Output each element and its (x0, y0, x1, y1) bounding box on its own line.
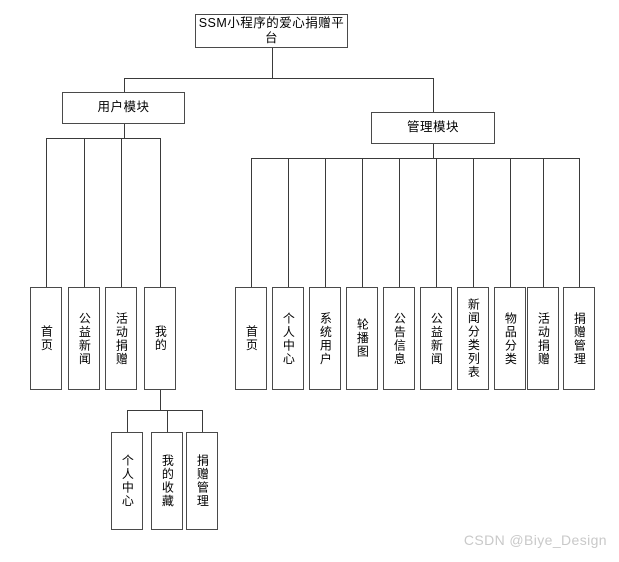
admin-leaf-node-3: 轮播图 (346, 287, 378, 390)
connector-admin-branch-4 (399, 158, 400, 287)
module-node-user: 用户模块 (62, 92, 185, 124)
module-node-admin: 管理模块 (371, 112, 495, 144)
admin-leaf-node-1: 个人中心 (272, 287, 304, 390)
my-sub-leaf-node-1: 我的收藏 (151, 432, 183, 530)
node-label: 我的 (153, 325, 168, 352)
connector-to-user-module (123, 78, 125, 92)
node-label: 首页 (244, 325, 259, 352)
connector-admin-branch-7 (510, 158, 511, 287)
connector-user-bus (46, 138, 160, 139)
node-label: 捐赠管理 (572, 311, 587, 366)
node-label: 公益新闻 (77, 311, 92, 366)
node-label: 轮播图 (355, 318, 370, 359)
admin-leaf-node-9: 捐赠管理 (563, 287, 595, 390)
connector-admin-branch-6 (473, 158, 474, 287)
connector-admin-branch-1 (288, 158, 289, 287)
my-sub-leaf-node-2: 捐赠管理 (186, 432, 218, 530)
connector-my-bus (127, 410, 202, 411)
node-label: 个人中心 (120, 454, 135, 508)
my-sub-leaf-node-0: 个人中心 (111, 432, 143, 530)
admin-leaf-node-7: 物品分类 (494, 287, 526, 390)
connector-root-bus (123, 78, 433, 79)
connector-admin-branch-0 (251, 158, 252, 287)
user-leaf-node-2: 活动捐赠 (105, 287, 137, 390)
connector-my-branch-1 (167, 410, 168, 432)
user-leaf-node-1: 公益新闻 (68, 287, 100, 390)
connector-my-branch-2 (202, 410, 203, 432)
connector-my-stem (160, 390, 161, 410)
connector-user-branch-0 (46, 138, 47, 287)
node-label: SSM小程序的爱心捐赠平台 (198, 15, 345, 45)
connector-my-branch-0 (127, 410, 128, 432)
node-label: 物品分类 (503, 311, 518, 366)
node-label: 新闻分类列表 (466, 298, 481, 379)
connector-admin-branch-8 (543, 158, 544, 287)
node-label: 公告信息 (392, 311, 407, 366)
node-label: 用户模块 (97, 100, 150, 115)
root-node-platform: SSM小程序的爱心捐赠平台 (195, 14, 348, 48)
node-label: 系统用户 (318, 311, 333, 366)
connector-admin-branch-9 (579, 158, 580, 287)
node-label: 活动捐赠 (536, 311, 551, 366)
connector-admin-branch-3 (362, 158, 363, 287)
connector-root-stem (271, 48, 273, 78)
admin-leaf-node-6: 新闻分类列表 (457, 287, 489, 390)
user-leaf-node-3: 我的 (144, 287, 176, 390)
connector-admin-branch-2 (325, 158, 326, 287)
admin-leaf-node-0: 首页 (235, 287, 267, 390)
connector-user-stem (123, 124, 125, 138)
connector-to-admin-module (433, 78, 434, 112)
node-label: 管理模块 (406, 120, 459, 135)
connector-admin-stem (433, 144, 434, 158)
admin-leaf-node-8: 活动捐赠 (527, 287, 559, 390)
admin-leaf-node-2: 系统用户 (309, 287, 341, 390)
node-label: 捐赠管理 (195, 454, 210, 508)
connector-user-branch-2 (121, 138, 122, 287)
connector-admin-branch-5 (436, 158, 437, 287)
connector-user-branch-1 (84, 138, 85, 287)
connector-user-branch-3 (160, 138, 161, 287)
node-label: 个人中心 (281, 311, 296, 366)
node-label: 活动捐赠 (114, 311, 129, 366)
admin-leaf-node-4: 公告信息 (383, 287, 415, 390)
node-label: 首页 (39, 325, 54, 352)
node-label: 我的收藏 (160, 454, 175, 508)
user-leaf-node-0: 首页 (30, 287, 62, 390)
node-label: 公益新闻 (429, 311, 444, 366)
connector-admin-bus (251, 158, 579, 159)
watermark-label: CSDN @Biye_Design (463, 532, 607, 548)
admin-leaf-node-5: 公益新闻 (420, 287, 452, 390)
